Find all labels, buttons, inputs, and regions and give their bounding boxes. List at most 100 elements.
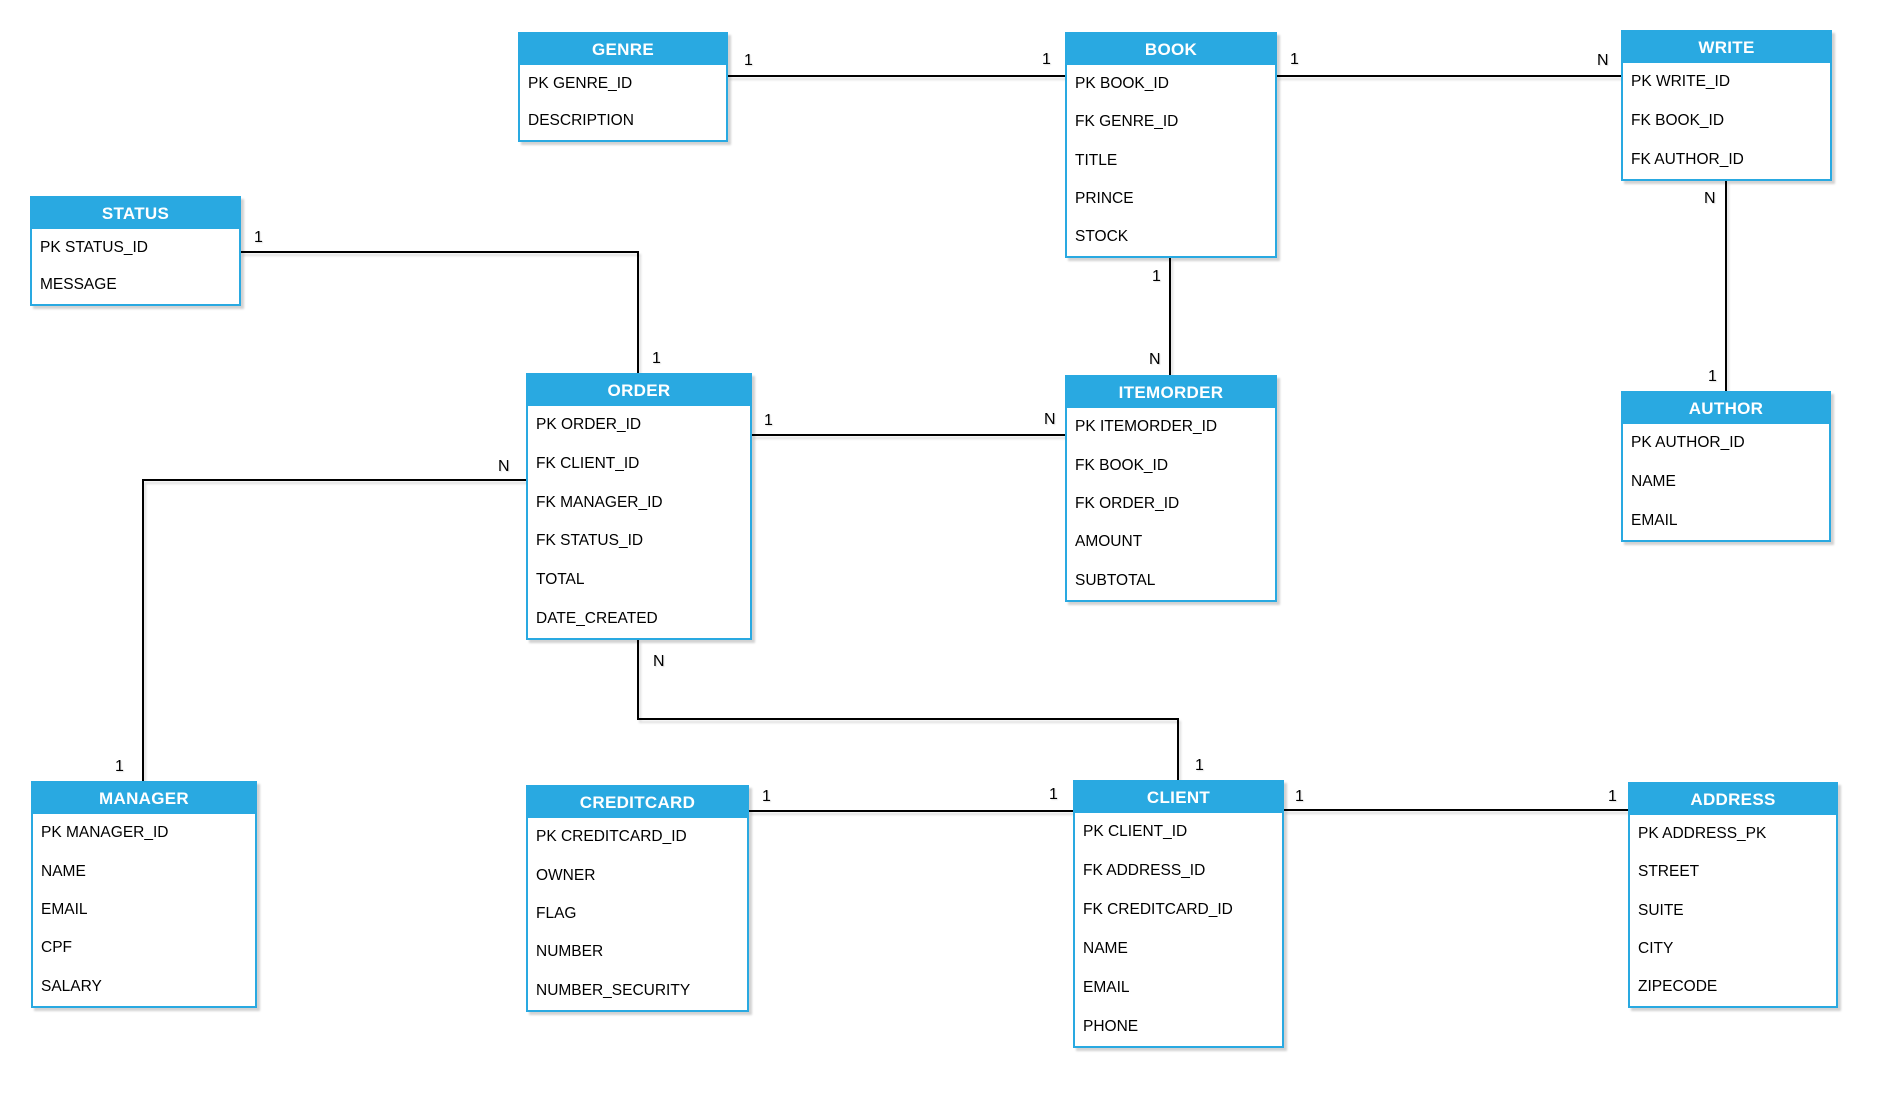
entity-creditcard-title: CREDITCARD [528,787,747,818]
cardinality-label-book-itemorder-1: N [1149,351,1161,368]
entity-write-field-fk-author-id: FK AUTHOR_ID [1631,150,1744,168]
entity-author-field-name: NAME [1631,473,1676,490]
entity-creditcard-field-pk-creditcard-id: PK CREDITCARD_ID [536,828,687,846]
entity-book-field-prince: PRINCE [1075,189,1134,207]
cardinality-label-order-manager-1: 1 [115,758,124,775]
entity-itemorder-field-amount: AMOUNT [1075,533,1143,551]
connector-status-order [241,251,639,373]
entity-genre-title: GENRE [520,34,726,65]
entity-author-field-email: EMAIL [1631,511,1678,529]
entity-address-field-suite: SUITE [1638,901,1684,919]
entity-itemorder-field-subtotal: SUBTOTAL [1075,571,1156,589]
cardinality-label-genre-book-0: 1 [744,52,753,69]
entity-client-field-fk-creditcard-id: FK CREDITCARD_ID [1083,901,1233,919]
cardinality-label-status-order-0: 1 [254,229,263,246]
entity-genre[interactable]: GENRE PK GENRE_ID DESCRIPTION [518,32,728,142]
entity-creditcard[interactable]: CREDITCARD PK CREDITCARD_ID OWNER FLAG NUMBE… [526,785,749,1012]
connector-order-manager [142,479,526,781]
cardinality-label-creditcard-client-1: 1 [1049,786,1058,803]
cardinality-label-book-itemorder-0: 1 [1152,268,1161,285]
entity-write-field-fk-book-id: FK BOOK_ID [1631,112,1725,129]
entity-manager[interactable]: MANAGER PK MANAGER_ID NAME EMAIL CPF SALARY [31,781,257,1008]
cardinality-label-order-itemorder-0: 1 [764,412,773,429]
entity-status-title: STATUS [32,198,239,229]
cardinality-label-write-author-0: N [1704,190,1716,207]
entity-order-field-pk-order-id: PK ORDER_ID [536,416,642,434]
entity-itemorder-field-fk-book-id: FK BOOK_ID [1075,456,1169,474]
entity-creditcard-field-number-security: NUMBER_SECURITY [536,981,691,999]
cardinality-label-write-author-1: 1 [1708,368,1717,385]
entity-author-field-pk-author-id: PK AUTHOR_ID [1631,434,1745,452]
entity-itemorder-title: ITEMORDER [1067,377,1275,408]
entity-itemorder-fields: PK ITEMORDER_ID FK BOOK_ID FK ORDER_ID AMOU… [1067,408,1275,600]
entity-book-field-fk-genre-id: FK GENRE_ID [1075,113,1179,131]
entity-genre-field-pk-genre-id: PK GENRE_ID [528,74,633,92]
cardinality-label-book-write-1: N [1597,52,1609,69]
entity-manager-field-cpf: CPF [41,939,72,957]
cardinality-label-order-client-0: N [653,653,665,670]
cardinality-label-book-write-0: 1 [1290,51,1299,68]
connector-order-client [637,640,1179,780]
entity-address[interactable]: ADDRESS PK ADDRESS_PK STREET SUITE CITY ZIPEC… [1628,782,1838,1008]
entity-order-field-fk-client-id: FK CLIENT_ID [536,455,640,472]
entity-author-fields: PK AUTHOR_ID NAME EMAIL [1623,424,1829,540]
entity-order-field-fk-manager-id: FK MANAGER_ID [536,493,663,511]
entity-itemorder[interactable]: ITEMORDER PK ITEMORDER_ID FK BOOK_ID FK ORD… [1065,375,1277,602]
cardinality-label-order-manager-0: N [498,458,510,475]
entity-manager-title: MANAGER [33,783,255,814]
entity-manager-field-name: NAME [41,862,86,880]
entity-order-field-date-created: DATE_CREATED [536,609,658,627]
entity-manager-field-pk-manager-id: PK MANAGER_ID [41,824,169,842]
entity-manager-field-salary: SALARY [41,977,102,995]
entity-client-fields: PK CLIENT_ID FK ADDRESS_ID FK CREDITCARD_I… [1075,813,1282,1046]
entity-genre-field-description: DESCRIPTION [528,112,634,130]
cardinality-label-order-client-1: 1 [1195,757,1204,774]
entity-address-field-street: STREET [1638,863,1700,881]
entity-address-field-zipecode: ZIPECODE [1638,977,1718,995]
entity-creditcard-field-flag: FLAG [536,905,577,923]
entity-order-fields: PK ORDER_ID FK CLIENT_ID FK MANAGER_ID FK S… [528,406,750,638]
entity-client-field-email: EMAIL [1083,978,1130,996]
entity-order-field-total: TOTAL [536,571,585,589]
entity-write-title: WRITE [1623,32,1830,63]
entity-client-field-pk-client-id: PK CLIENT_ID [1083,823,1188,841]
cardinality-label-status-order-1: 1 [652,350,661,367]
entity-creditcard-field-owner: OWNER [536,866,596,884]
entity-address-title: ADDRESS [1630,784,1836,815]
entity-book-field-pk-book-id: PK BOOK_ID [1075,75,1169,93]
entity-author-title: AUTHOR [1623,393,1829,424]
entity-itemorder-field-pk-itemorder-id: PK ITEMORDER_ID [1075,418,1218,436]
entity-book-field-title: TITLE [1075,151,1118,169]
entity-client-field-phone: PHONE [1083,1017,1139,1035]
entity-write[interactable]: WRITE PK WRITE_ID FK BOOK_ID FK AUTHOR_ID [1621,30,1832,181]
entity-address-field-pk-address-pk: PK ADDRESS_PK [1638,825,1767,843]
entity-status-field-pk-status-id: PK STATUS_ID [40,238,148,256]
entity-address-field-city: CITY [1638,939,1674,957]
entity-write-field-pk-write-id: PK WRITE_ID [1631,73,1731,91]
cardinality-label-creditcard-client-0: 1 [762,788,771,805]
entity-manager-field-email: EMAIL [41,901,88,919]
entity-manager-fields: PK MANAGER_ID NAME EMAIL CPF SALARY [33,814,255,1006]
entity-book-title: BOOK [1067,34,1275,65]
entity-author[interactable]: AUTHOR PK AUTHOR_ID NAME EMAIL [1621,391,1831,542]
entity-order-field-fk-status-id: FK STATUS_ID [536,532,644,550]
entity-client-field-fk-address-id: FK ADDRESS_ID [1083,862,1206,880]
cardinality-label-order-itemorder-1: N [1044,411,1056,428]
entity-genre-fields: PK GENRE_ID DESCRIPTION [520,65,726,140]
cardinality-label-genre-book-1: 1 [1042,51,1051,68]
entity-client-field-name: NAME [1083,939,1128,957]
entity-write-fields: PK WRITE_ID FK BOOK_ID FK AUTHOR_ID [1623,63,1830,179]
entity-address-fields: PK ADDRESS_PK STREET SUITE CITY ZIPECODE [1630,815,1836,1006]
cardinality-label-client-address-0: 1 [1295,788,1304,805]
entity-client-title: CLIENT [1075,782,1282,813]
entity-client[interactable]: CLIENT PK CLIENT_ID FK ADDRESS_ID FK CREDIT… [1073,780,1284,1048]
entity-itemorder-field-fk-order-id: FK ORDER_ID [1075,495,1180,513]
